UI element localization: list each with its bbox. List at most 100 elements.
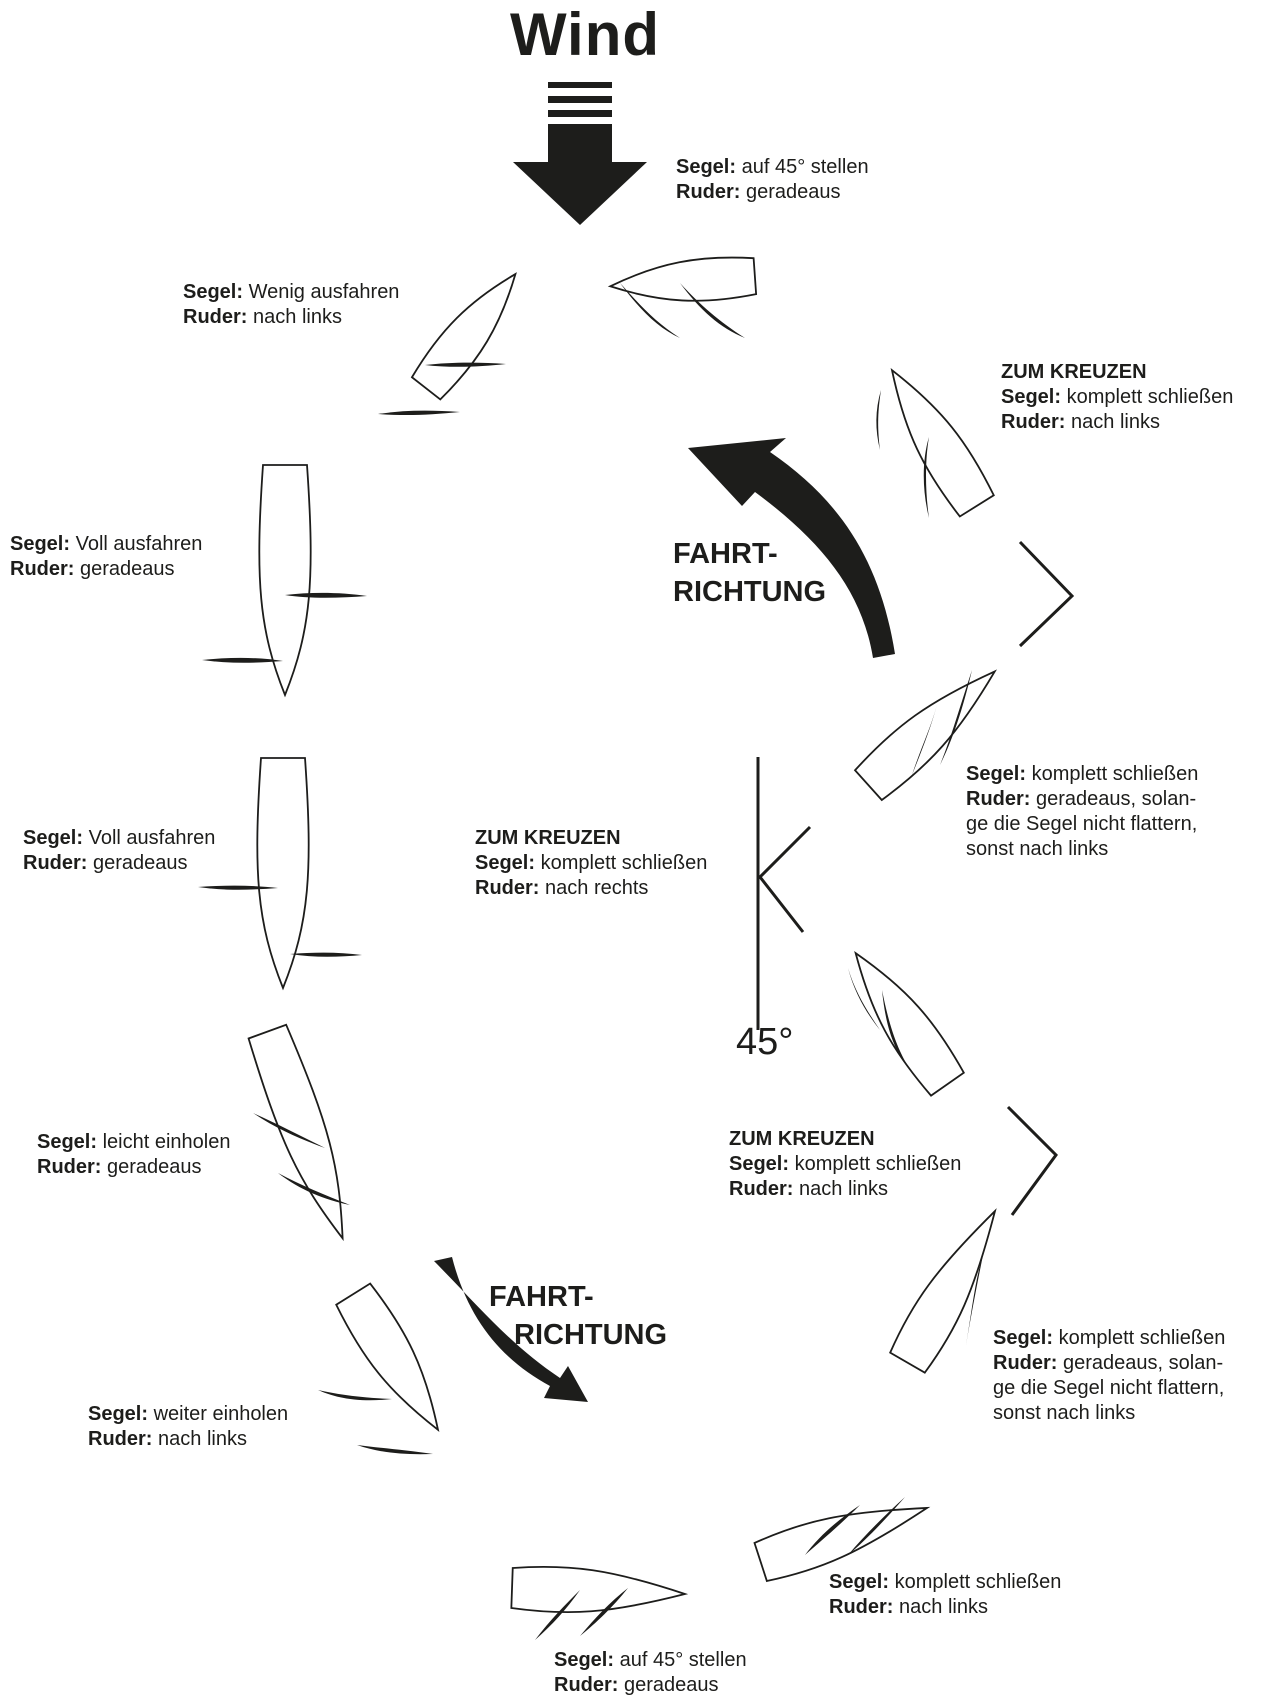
sail	[357, 1445, 433, 1455]
angle-label: 45°	[736, 1021, 794, 1063]
label-value: ge die Segel nicht flattern,	[966, 813, 1198, 835]
label-key: Ruder:	[966, 788, 1031, 810]
label-key: Ruder:	[475, 877, 540, 899]
label-line: Ruder: geradeaus	[676, 180, 869, 205]
label-key: Segel:	[966, 763, 1027, 785]
label-value: leicht einholen	[102, 1131, 231, 1153]
boat-bottom-right	[753, 1506, 931, 1583]
label-value: ge die Segel nicht flattern,	[993, 1377, 1225, 1399]
label-key: Segel:	[183, 281, 244, 303]
label-value: Voll ausfahren	[75, 533, 203, 555]
sail	[290, 952, 362, 957]
boat-left-1	[258, 464, 312, 698]
sail	[876, 390, 881, 450]
label-line: Ruder: nach links	[1001, 410, 1233, 435]
label-key: Segel:	[1001, 386, 1062, 408]
label-key: Ruder:	[183, 306, 248, 328]
label-line: Segel: komplett schließen	[829, 1570, 1061, 1595]
label-line: sonst nach links	[966, 837, 1198, 862]
label-key: Segel:	[37, 1131, 98, 1153]
label-line: Segel: komplett schließen	[729, 1152, 961, 1177]
label-value: geradeaus	[107, 1156, 202, 1178]
label-line: Segel: komplett schließen	[1001, 385, 1233, 410]
label-line: ge die Segel nicht flattern,	[993, 1376, 1225, 1401]
label-value: nach links	[253, 306, 342, 328]
label-line: Ruder: geradeaus	[23, 851, 215, 876]
label-line: Ruder: geradeaus	[37, 1155, 230, 1180]
label-value: nach links	[899, 1596, 988, 1618]
label-line: Ruder: nach links	[729, 1177, 961, 1202]
label-line: Segel: komplett schließen	[475, 851, 707, 876]
sails	[198, 283, 983, 1640]
label-line: Ruder: nach links	[829, 1595, 1061, 1620]
label-line: Ruder: nach links	[183, 305, 399, 330]
label-heading: ZUM KREUZEN	[1001, 361, 1147, 383]
sail	[535, 1590, 580, 1640]
label-value: geradeaus, solan-	[1036, 788, 1197, 810]
boat-left-3	[247, 1023, 344, 1242]
label-key: Ruder:	[676, 181, 741, 203]
direction-label-upper: FAHRT- RICHTUNG	[673, 535, 826, 611]
label-line: Ruder: geradeaus	[554, 1673, 747, 1698]
sail	[805, 1505, 860, 1555]
sail	[202, 657, 283, 663]
label-key: Segel:	[676, 156, 737, 178]
label-line: Segel: weiter einholen	[88, 1402, 288, 1427]
sail	[848, 1497, 905, 1555]
label-value: geradeaus	[624, 1674, 719, 1696]
label-value: Voll ausfahren	[88, 827, 216, 849]
label-line: Segel: leicht einholen	[37, 1130, 230, 1155]
boat-right-2	[854, 950, 965, 1097]
sail	[318, 1390, 392, 1401]
boat-top	[607, 256, 758, 302]
label-key: Segel:	[88, 1403, 149, 1425]
direction-label-line-2: RICHTUNG	[514, 1319, 668, 1351]
label-line: Segel: Voll ausfahren	[23, 826, 215, 851]
label-value: geradeaus	[93, 852, 188, 874]
boat-left-2	[256, 757, 310, 991]
label-value: sonst nach links	[966, 838, 1109, 860]
label-key: Ruder:	[1001, 411, 1066, 433]
label-key: Segel:	[729, 1153, 790, 1175]
label-value: komplett schließen	[894, 1571, 1062, 1593]
boat-right-1	[853, 669, 997, 802]
sail	[580, 1588, 628, 1636]
boat-right-3	[889, 1208, 997, 1374]
direction-label-lower: FAHRT- RICHTUNG	[489, 1278, 667, 1354]
label-key: Segel:	[10, 533, 71, 555]
label-value: komplett schließen	[794, 1153, 962, 1175]
label-value: geradeaus	[746, 181, 841, 203]
sail	[425, 362, 506, 367]
label-key: Ruder:	[37, 1156, 102, 1178]
direction-arrow-upper	[688, 438, 895, 658]
label-line: Segel: auf 45° stellen	[554, 1648, 747, 1673]
label-value: nach links	[158, 1428, 247, 1450]
label-value: komplett schließen	[1031, 763, 1199, 785]
label-key: Ruder:	[554, 1674, 619, 1696]
boat-upper-left	[410, 272, 517, 401]
label-value: geradeaus	[80, 558, 175, 580]
label-key: Segel:	[829, 1571, 890, 1593]
boats	[247, 256, 997, 1614]
label-value: komplett schließen	[1066, 386, 1234, 408]
label-value: nach links	[799, 1178, 888, 1200]
sail	[198, 885, 278, 890]
boat-left-4	[335, 1282, 440, 1433]
label-value: weiter einholen	[153, 1403, 289, 1425]
boat-upper-right	[890, 367, 995, 518]
label-value: sonst nach links	[993, 1402, 1136, 1424]
label-line: Segel: Wenig ausfahren	[183, 280, 399, 305]
label-value: auf 45° stellen	[741, 156, 869, 178]
label-line: ge die Segel nicht flattern,	[966, 812, 1198, 837]
